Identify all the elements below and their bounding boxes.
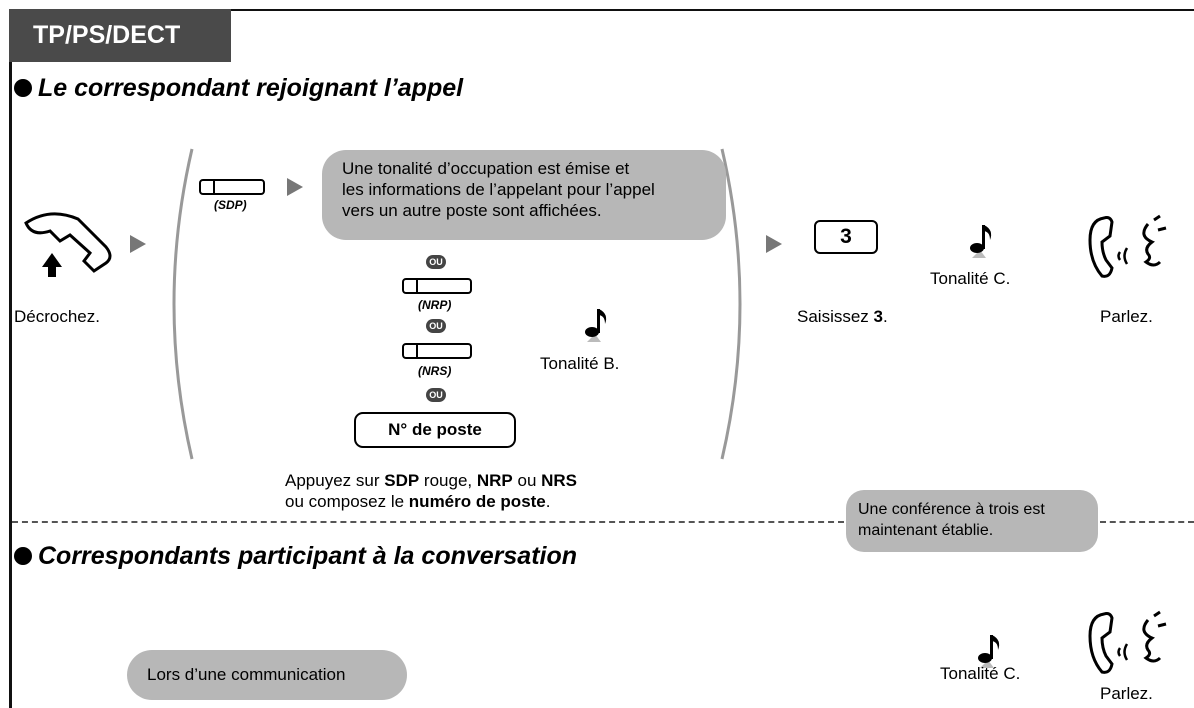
digit-3-key[interactable]: 3 — [814, 220, 878, 254]
music-note-icon — [978, 635, 1000, 668]
section2-heading: Correspondants participant à la conversa… — [14, 542, 577, 571]
open-bracket-icon — [172, 148, 194, 460]
tone-c-label-2: Tonalité C. — [940, 664, 1021, 683]
sdp-button-label: (SDP) — [214, 198, 247, 212]
arrow-right-icon — [766, 235, 782, 253]
talk-label: Parlez. — [1100, 307, 1153, 326]
music-note-icon — [970, 225, 992, 258]
close-bracket-icon — [720, 148, 742, 460]
instruction-line2: ou composez le numéro de poste. — [285, 492, 551, 511]
busy-bubble-line3: vers un autre poste sont affichées. — [342, 201, 602, 220]
conference-bubble: Une conférence à trois est maintenant ét… — [846, 490, 1098, 552]
off-hook-label: Décrochez. — [14, 307, 100, 326]
conference-line1: Une conférence à trois est — [858, 501, 1045, 518]
section-divider — [12, 521, 844, 523]
enter-3-label: Saisissez 3. — [797, 307, 888, 326]
ou-badge: OU — [426, 388, 446, 402]
instruction-line1: Appuyez sur SDP rouge, NRP ou NRS — [285, 471, 578, 490]
frame-top-border — [9, 9, 1194, 11]
section1-title: Le correspondant rejoignant l’appel — [38, 74, 464, 102]
during-call-bubble: Lors d’une communication — [127, 650, 407, 700]
arrow-right-icon — [130, 235, 146, 253]
handset-off-hook-icon — [24, 212, 112, 277]
section2-title: Correspondants participant à la conversa… — [38, 542, 578, 570]
conference-line2: maintenant établie. — [858, 522, 994, 539]
ou-badge: OU — [426, 255, 446, 269]
section1-heading: Le correspondant rejoignant l’appel — [14, 74, 463, 103]
nrs-button-label: (NRS) — [418, 364, 452, 378]
tone-c-label: Tonalité C. — [930, 269, 1011, 288]
arrow-right-icon — [287, 178, 303, 196]
device-tab: TP/PS/DECT — [9, 9, 231, 62]
talking-person-icon — [1088, 214, 1167, 278]
ou-badge: OU — [426, 319, 446, 333]
talking-person-icon — [1088, 610, 1167, 674]
frame-left-border — [9, 9, 12, 708]
tone-b-label: Tonalité B. — [540, 354, 620, 373]
nrp-button[interactable] — [402, 278, 472, 294]
extension-number-button[interactable]: N° de poste — [354, 412, 516, 448]
music-note-icon — [585, 309, 607, 342]
nrs-button[interactable] — [402, 343, 472, 359]
busy-bubble-line1: Une tonalité d’occupation est émise et — [342, 159, 630, 178]
section-divider — [1100, 521, 1194, 523]
talk-label-2: Parlez. — [1100, 684, 1153, 703]
busy-tone-bubble: Une tonalité d’occupation est émise et l… — [322, 150, 726, 240]
busy-bubble-line2: les informations de l’appelant pour l’ap… — [342, 180, 655, 199]
sdp-button[interactable] — [199, 179, 265, 195]
bullet-icon — [14, 547, 32, 565]
bullet-icon — [14, 79, 32, 97]
nrp-button-label: (NRP) — [418, 298, 452, 312]
